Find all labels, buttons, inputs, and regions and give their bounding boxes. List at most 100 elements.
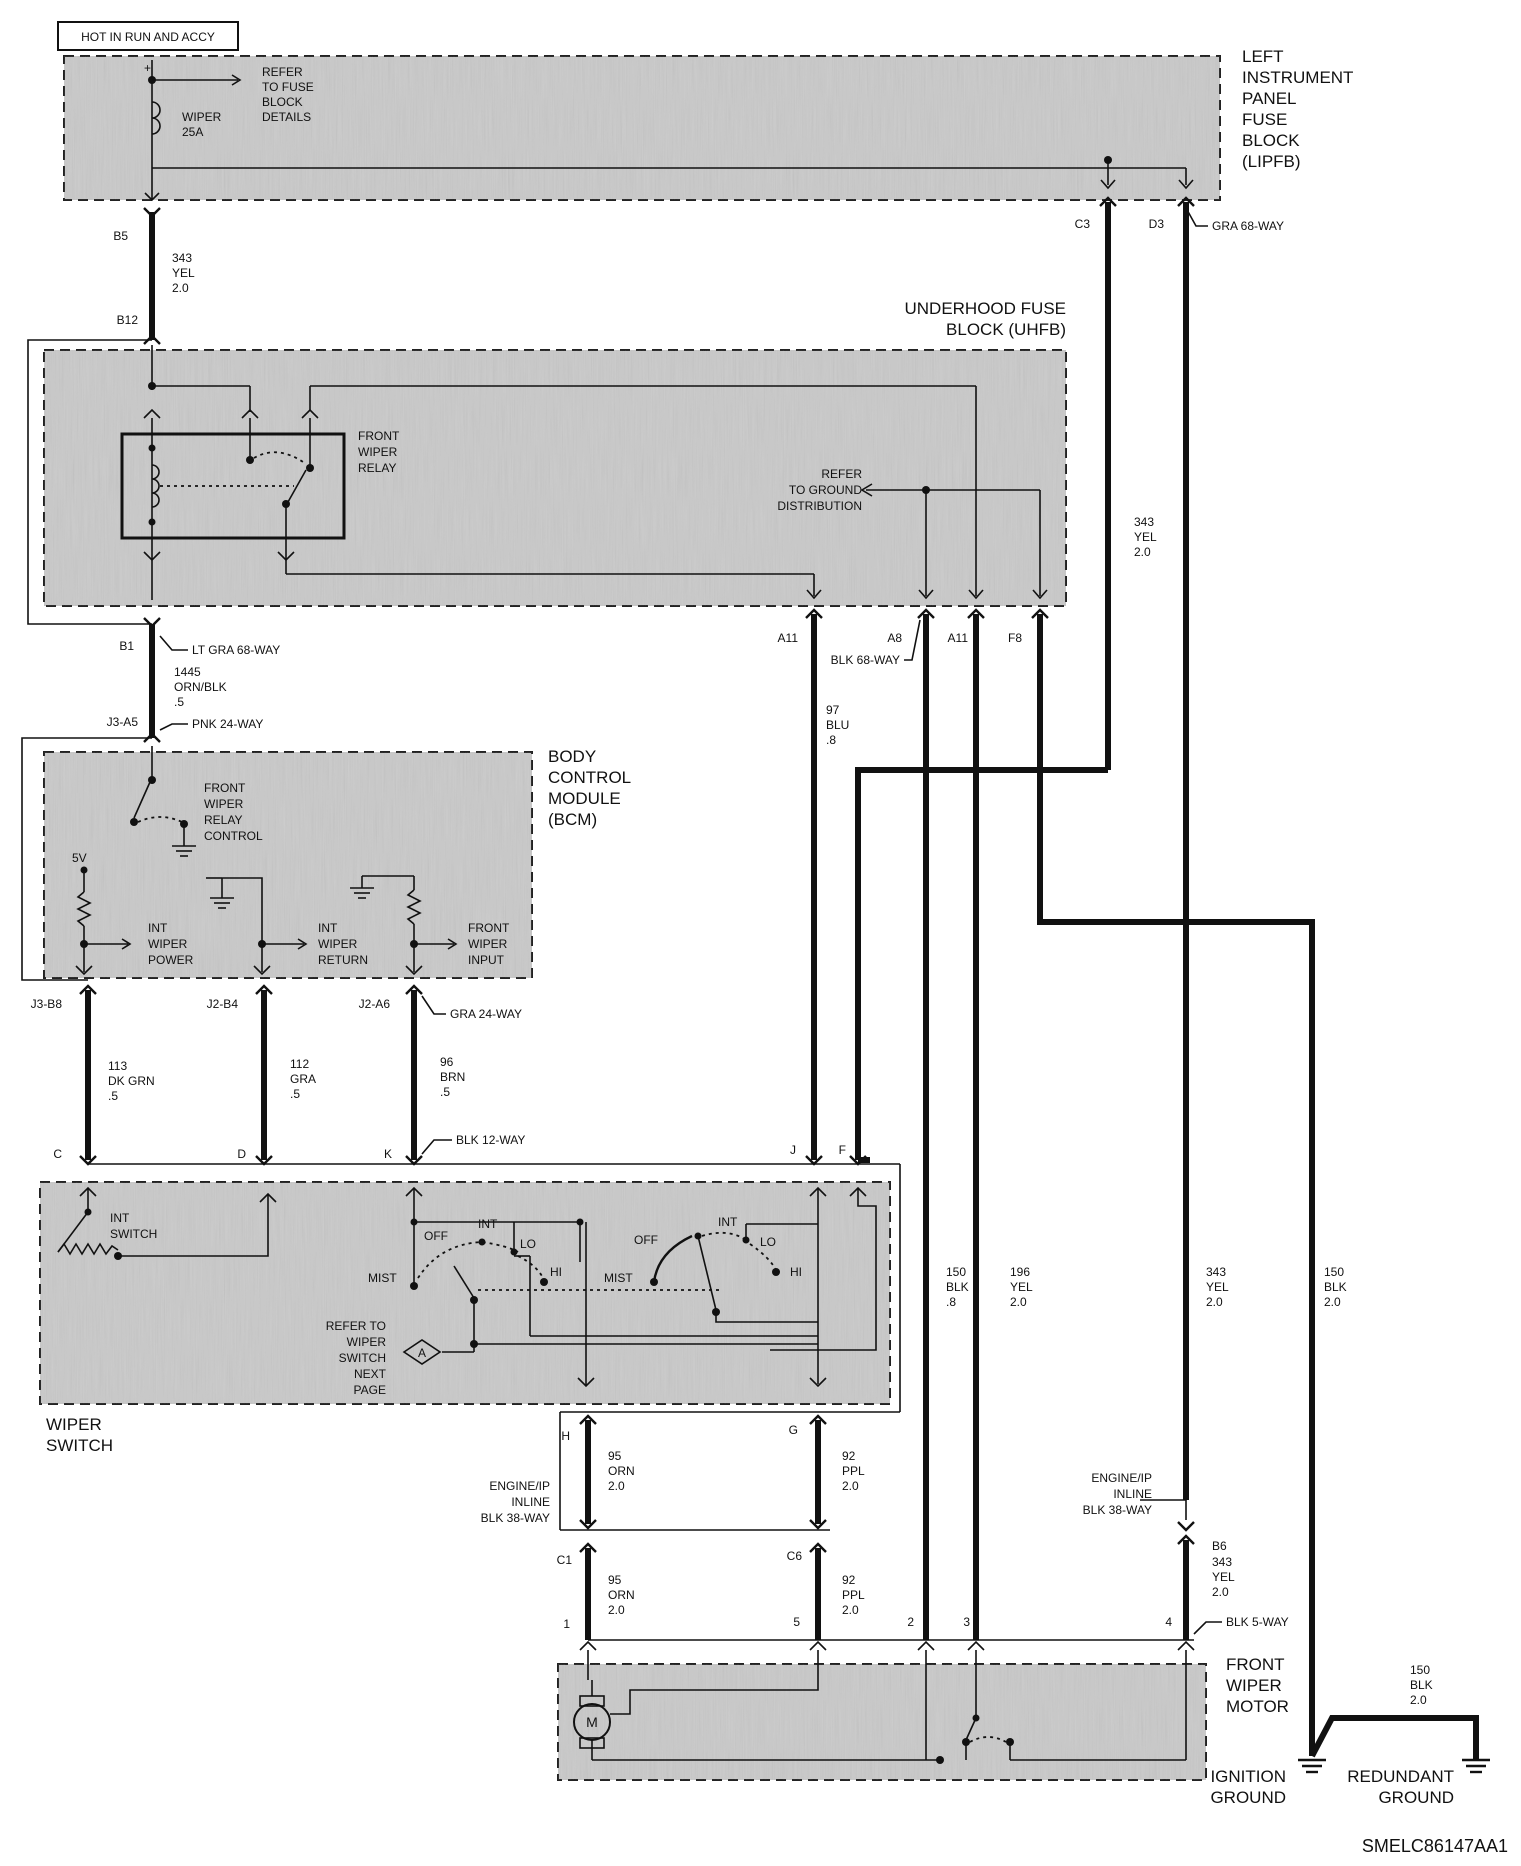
svg-text:BLK 68-WAY: BLK 68-WAY	[831, 653, 900, 667]
svg-text:BLK 38-WAY: BLK 38-WAY	[1083, 1503, 1152, 1517]
svg-text:ORN/BLK: ORN/BLK	[174, 680, 227, 694]
svg-text:INLINE: INLINE	[511, 1495, 550, 1509]
svg-text:A: A	[418, 1346, 426, 1360]
svg-text:GRA 24-WAY: GRA 24-WAY	[450, 1007, 522, 1021]
svg-text:FRONT: FRONT	[468, 921, 510, 935]
svg-text:BLOCK: BLOCK	[1242, 131, 1300, 150]
svg-text:H: H	[561, 1429, 570, 1443]
svg-text:INSTRUMENT: INSTRUMENT	[1242, 68, 1353, 87]
redundant-ground-label-1: REDUNDANT	[1347, 1767, 1454, 1786]
svg-text:INT: INT	[478, 1217, 498, 1231]
svg-text:92: 92	[842, 1449, 856, 1463]
redundant-ground-label-2: GROUND	[1378, 1788, 1454, 1807]
svg-text:2.0: 2.0	[1010, 1295, 1027, 1309]
svg-text:2.0: 2.0	[608, 1603, 625, 1617]
svg-text:FRONT: FRONT	[1226, 1655, 1285, 1674]
svg-text:INT: INT	[110, 1211, 130, 1225]
svg-text:BLK: BLK	[1324, 1280, 1347, 1294]
svg-text:WIPER: WIPER	[358, 445, 398, 459]
svg-text:25A: 25A	[182, 125, 203, 139]
svg-text:FUSE: FUSE	[1242, 110, 1287, 129]
wiper-motor-internals: M	[573, 1640, 1195, 1764]
svg-text:1445: 1445	[174, 665, 201, 679]
ignition-ground-label-2: GROUND	[1210, 1788, 1286, 1807]
wiper-switch-internals: INT SWITCH A REFER TO WIPER SWITCH	[57, 1186, 877, 1397]
svg-text:YEL: YEL	[172, 266, 195, 280]
svg-text:BLOCK (UHFB): BLOCK (UHFB)	[946, 320, 1066, 339]
svg-text:F8: F8	[1008, 631, 1022, 645]
svg-text:BLK 5-WAY: BLK 5-WAY	[1226, 1615, 1289, 1629]
svg-text:CONTROL: CONTROL	[548, 768, 631, 787]
svg-text:2.0: 2.0	[1324, 1295, 1341, 1309]
svg-text:J3-B8: J3-B8	[31, 997, 63, 1011]
svg-text:1: 1	[563, 1617, 570, 1631]
svg-text:RELAY: RELAY	[358, 461, 396, 475]
svg-text:A11: A11	[778, 631, 799, 645]
svg-text:RELAY: RELAY	[204, 813, 242, 827]
svg-text:TO GROUND: TO GROUND	[789, 483, 862, 497]
svg-text:2.0: 2.0	[608, 1479, 625, 1493]
svg-text:WIPER: WIPER	[204, 797, 244, 811]
svg-text:2.0: 2.0	[842, 1479, 859, 1493]
svg-text:INT: INT	[148, 921, 168, 935]
svg-text:UNDERHOOD FUSE: UNDERHOOD FUSE	[904, 299, 1066, 318]
svg-text:YEL: YEL	[1212, 1570, 1235, 1584]
svg-text:LT GRA 68-WAY: LT GRA 68-WAY	[192, 643, 280, 657]
svg-text:J2-B4: J2-B4	[207, 997, 239, 1011]
svg-text:113: 113	[108, 1059, 127, 1073]
svg-text:NEXT: NEXT	[354, 1367, 387, 1381]
svg-text:B12: B12	[117, 313, 139, 327]
svg-text:ENGINE/IP: ENGINE/IP	[1091, 1471, 1152, 1485]
svg-text:D3: D3	[1149, 217, 1165, 231]
wiper-switch-title: WIPER SWITCH	[46, 1415, 113, 1455]
svg-text:F: F	[839, 1143, 846, 1157]
svg-text:WIPER: WIPER	[468, 937, 508, 951]
svg-text:2.0: 2.0	[172, 281, 189, 295]
svg-text:196: 196	[1010, 1265, 1030, 1279]
svg-text:REFER: REFER	[262, 65, 303, 79]
svg-text:150: 150	[946, 1265, 966, 1279]
svg-text:SWITCH: SWITCH	[110, 1227, 157, 1241]
svg-text:BLOCK: BLOCK	[262, 95, 303, 109]
svg-text:BLK 38-WAY: BLK 38-WAY	[481, 1511, 550, 1525]
svg-text:.5: .5	[290, 1087, 300, 1101]
svg-text:.8: .8	[946, 1295, 956, 1309]
svg-text:INT: INT	[318, 921, 338, 935]
hot-in-run-tag: HOT IN RUN AND ACCY	[57, 21, 239, 51]
svg-text:B1: B1	[119, 639, 134, 653]
svg-text:.5: .5	[440, 1085, 450, 1099]
wiper-motor-title: FRONT WIPER MOTOR	[1226, 1655, 1289, 1716]
svg-text:INPUT: INPUT	[468, 953, 505, 967]
svg-text:GRA: GRA	[290, 1072, 316, 1086]
svg-text:FRONT: FRONT	[358, 429, 400, 443]
svg-text:BLK: BLK	[946, 1280, 969, 1294]
svg-text:CONTROL: CONTROL	[204, 829, 263, 843]
uhfb-module	[43, 349, 1067, 607]
svg-text:BLU: BLU	[826, 718, 849, 732]
svg-text:LO: LO	[760, 1235, 776, 1249]
svg-text:150: 150	[1324, 1265, 1344, 1279]
svg-text:MIST: MIST	[368, 1271, 397, 1285]
svg-text:343: 343	[1206, 1265, 1226, 1279]
outer-loop-lower	[21, 737, 152, 981]
svg-text:95: 95	[608, 1449, 622, 1463]
svg-text:OFF: OFF	[424, 1229, 448, 1243]
svg-text:(LIPFB): (LIPFB)	[1242, 152, 1301, 171]
svg-text:MOTOR: MOTOR	[1226, 1697, 1289, 1716]
svg-text:REFER: REFER	[821, 467, 862, 481]
svg-text:J2-A6: J2-A6	[359, 997, 391, 1011]
svg-text:PAGE: PAGE	[354, 1383, 386, 1397]
svg-text:+: +	[144, 61, 151, 75]
svg-text:PPL: PPL	[842, 1464, 865, 1478]
wiper-motor-module	[557, 1663, 1207, 1781]
svg-text:.5: .5	[108, 1089, 118, 1103]
svg-text:SWITCH: SWITCH	[46, 1436, 113, 1455]
svg-text:SWITCH: SWITCH	[339, 1351, 386, 1365]
svg-text:K: K	[384, 1147, 392, 1161]
svg-text:2.0: 2.0	[842, 1603, 859, 1617]
svg-text:PNK 24-WAY: PNK 24-WAY	[192, 717, 263, 731]
svg-text:YEL: YEL	[1134, 530, 1157, 544]
svg-text:MIST: MIST	[604, 1271, 633, 1285]
svg-text:C: C	[53, 1147, 62, 1161]
uhfb-internals: FRONT WIPER RELAY REFER TO GROUND DISTRI…	[120, 345, 1048, 600]
